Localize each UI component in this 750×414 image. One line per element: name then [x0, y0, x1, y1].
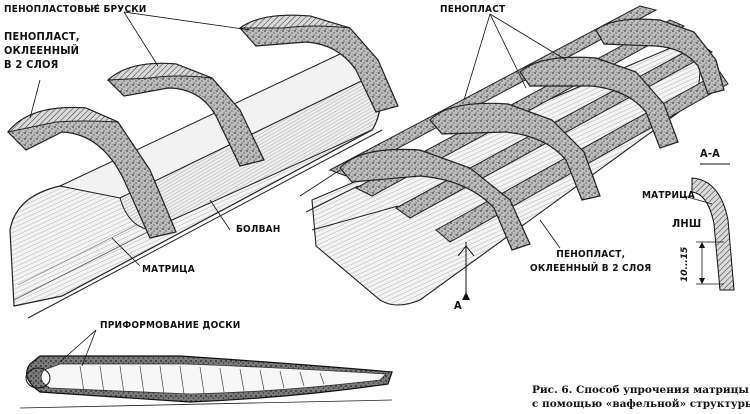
- caption-line-1: Рис. 6. Способ упрочения матрицы: [532, 384, 749, 396]
- hoop-1: [339, 148, 531, 251]
- label-dimension: 10...15: [680, 246, 690, 282]
- label-foam-glued-right: ПЕНОПЛАСТ, ОКЛЕЕННЫЙ В 2 СЛОЯ: [530, 249, 652, 274]
- label-foam-glued-left: ПЕНОПЛАСТ, ОКЛЕЕННЫЙ В 2 СЛОЯ: [4, 30, 80, 71]
- label-section-title: А-А: [700, 147, 721, 160]
- hoop-3: [519, 56, 679, 149]
- label-matrix-section: МАТРИЦА: [642, 190, 695, 201]
- hoop-2: [429, 102, 601, 201]
- section-profile: [691, 177, 735, 291]
- right-assembly: [299, 5, 729, 306]
- board-ribs: [79, 365, 325, 395]
- label-foam-right: ПЕНОПЛАСТ: [440, 4, 506, 15]
- label-arrow-a: А: [454, 299, 462, 312]
- label-matrix-left: МАТРИЦА: [142, 264, 195, 275]
- caption-line-2: с помощью «вафельной» структуры.: [532, 398, 750, 410]
- hoop-4: [595, 18, 725, 95]
- section-a-a: [683, 163, 735, 291]
- preforming-board: [19, 329, 393, 409]
- label-lnsh: ЛНШ: [672, 217, 702, 230]
- left-assembly: [6, 3, 399, 319]
- label-bolvan: БОЛВАН: [236, 224, 281, 235]
- label-preforming: ПРИФОРМОВАНИЕ ДОСКИ: [100, 320, 241, 331]
- label-foam-bars: ПЕНОПЛАСТОВЫЕ БРУСКИ: [4, 4, 147, 15]
